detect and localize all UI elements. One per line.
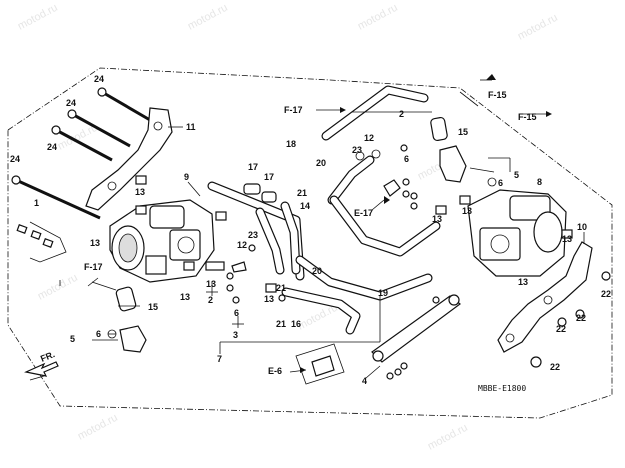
callout-label: 24	[66, 98, 76, 108]
callout-label: 15	[458, 127, 468, 137]
left-carburetor	[109, 199, 215, 283]
callout-label: 17	[248, 162, 258, 172]
callout-label: 13	[180, 292, 190, 302]
leader-lines	[29, 74, 585, 381]
callout-label: 13	[264, 294, 274, 304]
callout-label: 17	[264, 172, 274, 182]
callout-label: 16	[291, 319, 301, 329]
callout-label: 23	[352, 145, 362, 155]
callout-label: 14	[300, 201, 310, 211]
callout-label: 18	[286, 139, 296, 149]
callout-label: 12	[364, 133, 374, 143]
callout-label: 10	[577, 222, 587, 232]
watermark-text: motod.ru	[36, 272, 80, 303]
reference-f17-left: F-17	[84, 262, 103, 272]
right-joint-hose	[430, 116, 497, 187]
long-bolts	[11, 87, 151, 220]
callout-label: 12	[237, 240, 247, 250]
watermark-text: motod.ru	[16, 2, 60, 33]
reference-f15-right: F-15	[518, 112, 537, 122]
front-direction-arrow	[24, 361, 59, 377]
callout-label: 22	[576, 313, 586, 323]
watermark-text: motod.ru	[186, 2, 230, 33]
callout-label: 5	[70, 334, 75, 344]
watermark-text: motod.ru	[426, 422, 470, 453]
callout-label: 20	[312, 266, 322, 276]
callout-label: 3	[233, 330, 238, 340]
callout-label: 13	[90, 238, 100, 248]
callout-label: 9	[184, 172, 189, 182]
callout-label: 21	[276, 319, 286, 329]
callout-label: 2	[208, 295, 213, 305]
callout-label: 13	[135, 187, 145, 197]
callout-label: 24	[47, 142, 57, 152]
e6-detail	[295, 343, 345, 385]
callout-label: 2	[399, 109, 404, 119]
callout-label: 24	[10, 154, 20, 164]
callout-label: 13	[462, 206, 472, 216]
reference-e6: E-6	[268, 366, 282, 376]
callout-label: 13	[206, 279, 216, 289]
callout-label: 7	[217, 354, 222, 364]
watermark-text: motod.ru	[516, 12, 560, 43]
front-direction-label: FR.	[39, 349, 56, 364]
callout-label: 5	[514, 170, 519, 180]
left-joint-hose	[107, 286, 147, 353]
right-carburetor	[467, 189, 567, 277]
assembly-boundary	[7, 67, 613, 419]
hose-set	[207, 85, 441, 335]
diagram-code: MBBE-E1800	[478, 384, 526, 393]
callout-label: 22	[556, 324, 566, 334]
callout-label: 24	[94, 74, 104, 84]
callout-label: 22	[601, 289, 611, 299]
callout-label: 21	[276, 283, 286, 293]
callout-label: 11	[186, 122, 196, 132]
callout-label: 23	[248, 230, 258, 240]
callout-label: 13	[518, 277, 528, 287]
callout-label: 6	[96, 329, 101, 339]
reference-e17: E-17	[354, 208, 373, 218]
callout-label: 22	[550, 362, 560, 372]
callout-label: 21	[297, 188, 307, 198]
callout-label: 6	[498, 178, 503, 188]
callout-label: 19	[378, 288, 388, 298]
link-rod	[371, 294, 461, 363]
screw-set	[16, 221, 67, 263]
reference-f17-top: F-17	[284, 105, 303, 115]
callout-label: 1	[34, 198, 39, 208]
callout-label: 20	[316, 158, 326, 168]
small-parts	[135, 144, 611, 380]
callout-label: 8	[537, 177, 542, 187]
callout-label: 13	[562, 234, 572, 244]
watermark-text: motod.ru	[356, 2, 400, 33]
callout-label: 13	[432, 214, 442, 224]
callout-labels: 1 2 2 3 4 5 5 6 6 6 6 7 8 9 10 11 12 12 …	[10, 74, 611, 386]
callout-label: 15	[148, 302, 158, 312]
callout-label: 4	[362, 376, 367, 386]
watermark-text: motod.ru	[76, 412, 120, 443]
left-bracket	[85, 107, 173, 211]
callout-label: 6	[234, 308, 239, 318]
callout-label: 6	[404, 154, 409, 164]
reference-f15-top: F-15	[488, 90, 507, 100]
